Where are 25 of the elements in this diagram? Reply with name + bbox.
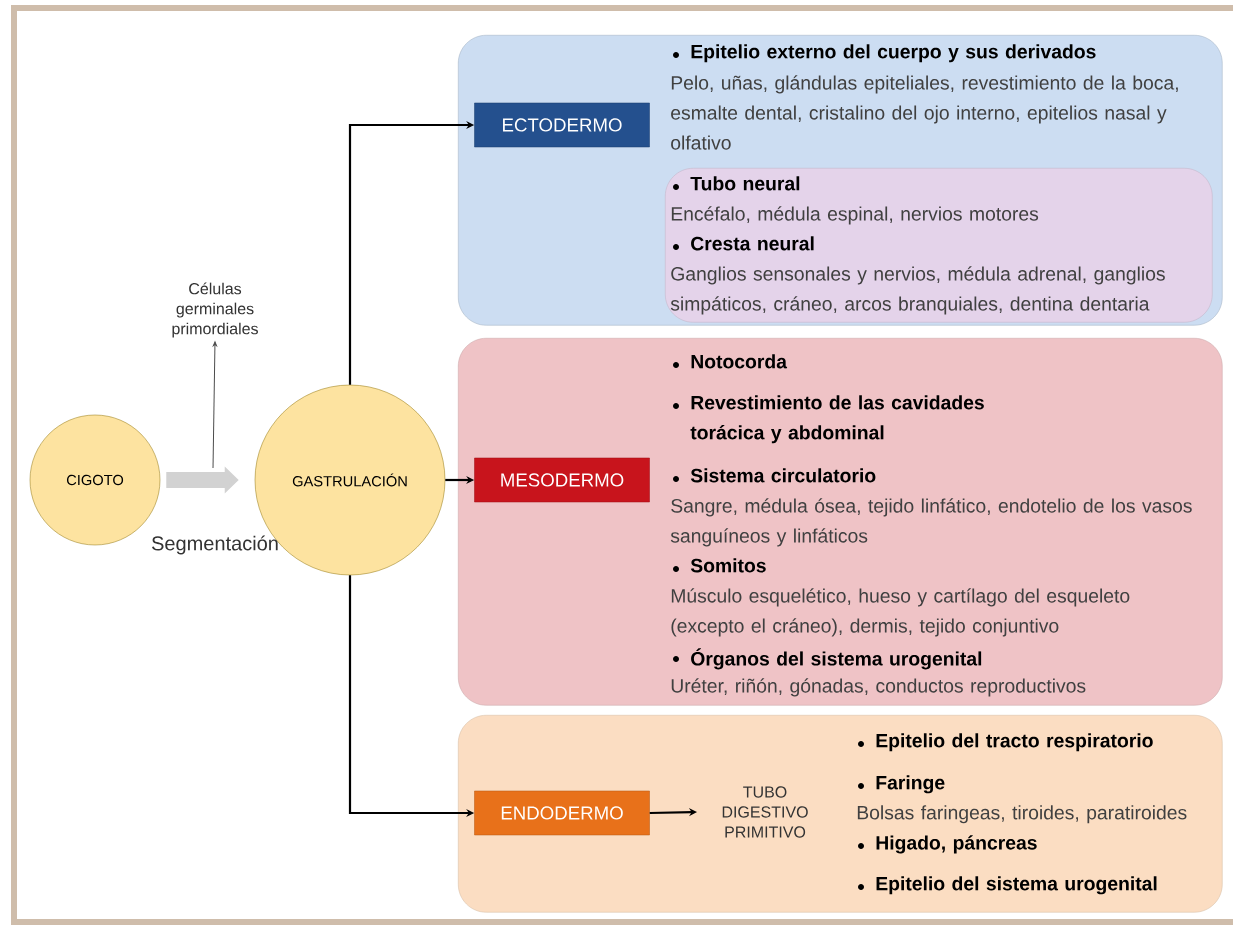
- list-heading: Faringe: [858, 775, 945, 794]
- germ-layer-box: ECTODERMO: [474, 102, 650, 148]
- body-text: Músculo esquelético, hueso y cartílago del esqueleto (excepto el cráneo), dermis, tejido conjuntivo: [671, 588, 1130, 637]
- germ-layer-box: MESODERMO: [474, 457, 650, 503]
- body-text: Uréter, riñón, gónadas, conductos reproductivos: [671, 678, 1086, 697]
- list-heading: Revestimiento de las cavidades torácica y abdominal: [673, 395, 984, 444]
- body-text: Ganglios sensonales y nervios, médula adrenal, ganglios simpáticos, cráneo, arcos branquiales, dentina dentaria: [670, 266, 1165, 315]
- list-heading: Sistema circulatorio: [673, 468, 876, 483]
- list-heading: Cresta neural: [673, 236, 814, 251]
- body-text: Pelo, uñas, glándulas epiteliales, revestimiento de la boca, esmalte dental, cristalino del ojo interno, epitelios nasal y olfativo: [671, 75, 1178, 150]
- body-text: Encéfalo, médula espinal, nervios motores: [671, 206, 1039, 225]
- list-heading: Epitelio del sistema urogenital: [858, 876, 1157, 895]
- list-heading: Epitelio externo del cuerpo y sus derivados: [673, 44, 1096, 63]
- list-heading: Tubo neural: [673, 176, 800, 191]
- list-heading: Epitelio del tracto respiratorio: [858, 733, 1153, 752]
- label-text: TUBO DIGESTIVO PRIMITIVO: [722, 786, 808, 838]
- list-heading: Higado, páncreas: [858, 835, 1037, 854]
- list-heading: Órganos del sistema urogenital: [673, 648, 982, 670]
- list-heading: Notocorda: [673, 354, 788, 369]
- germ-layer-box: ENDODERMO: [474, 790, 650, 836]
- label-text: Células germinales primordiales: [172, 282, 258, 338]
- body-text: Sangre, médula ósea, tejido linfático, endotelio de los vasos sanguíneos y linfáticos: [670, 498, 1192, 547]
- arrow: [212, 341, 217, 469]
- list-heading: Somitos: [673, 558, 766, 573]
- body-text: Bolsas faringeas, tiroides, paratiroides: [857, 805, 1187, 824]
